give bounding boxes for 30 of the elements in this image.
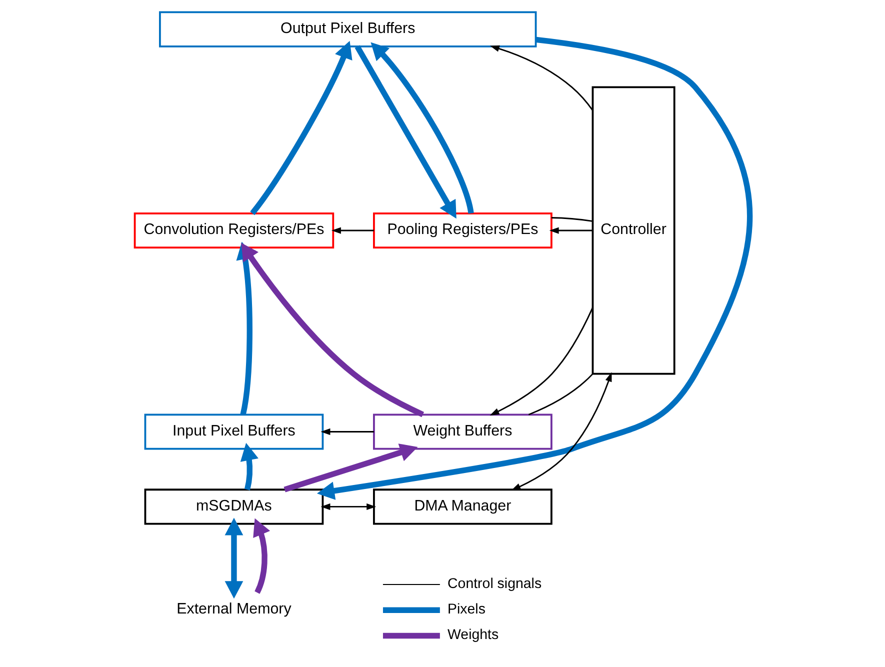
arrow bbox=[320, 428, 374, 436]
legend-label: Pixels bbox=[448, 601, 486, 618]
node-text: External Memory bbox=[176, 600, 292, 618]
arrow bbox=[224, 518, 244, 599]
arrow bbox=[549, 227, 592, 234]
connector bbox=[528, 374, 593, 416]
node-box: Controller bbox=[592, 86, 676, 375]
arrow bbox=[316, 36, 752, 500]
node-box: Output Pixel Buffers bbox=[159, 11, 537, 48]
node-box: DMA Manager bbox=[373, 488, 552, 525]
node-box: Input Pixel Buffers bbox=[144, 414, 324, 450]
legend-label: Weights bbox=[448, 627, 499, 644]
node-box: Convolution Registers/PEs bbox=[134, 212, 334, 249]
arrow bbox=[490, 45, 594, 111]
arrow bbox=[370, 42, 474, 214]
arrow bbox=[253, 518, 270, 594]
node-box: mSGDMAs bbox=[144, 488, 324, 525]
arrow bbox=[284, 444, 418, 492]
connector bbox=[551, 217, 593, 222]
node-box: Pooling Registers/PEs bbox=[373, 212, 552, 249]
arrow bbox=[331, 227, 374, 234]
arrow bbox=[354, 45, 456, 219]
arrow bbox=[490, 307, 594, 416]
arrow bbox=[241, 242, 424, 418]
arrow bbox=[250, 40, 352, 216]
legend-label: Control signals bbox=[448, 576, 542, 592]
arrow bbox=[240, 442, 258, 490]
node-box: Weight Buffers bbox=[373, 414, 552, 450]
arrow bbox=[320, 503, 376, 510]
arrow bbox=[511, 372, 612, 490]
